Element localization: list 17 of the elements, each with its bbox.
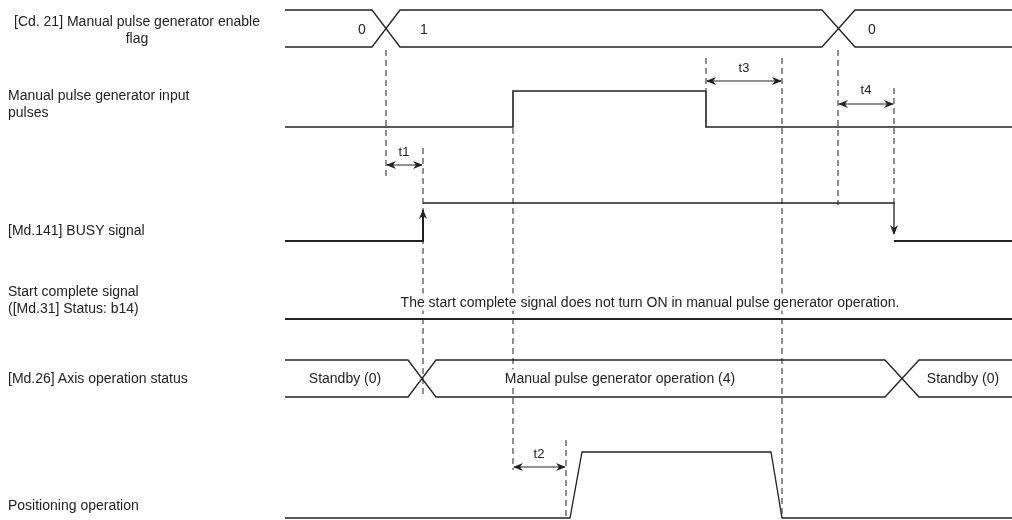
timing-label: t2 bbox=[533, 444, 545, 462]
state-value: 1 bbox=[420, 20, 428, 38]
timing-label: t3 bbox=[738, 58, 750, 76]
signal-name: Start complete signal ([Md.31] Status: b14) bbox=[8, 283, 140, 317]
timing-label: t4 bbox=[860, 80, 872, 98]
state-value: 0 bbox=[868, 20, 876, 38]
state-value: Standby (0) bbox=[308, 369, 382, 387]
note-text: The start complete signal does not turn ON in manual pulse generator operation. bbox=[398, 293, 902, 311]
signal-name: [Md.141] BUSY signal bbox=[8, 222, 146, 239]
state-value: Standby (0) bbox=[926, 369, 1000, 387]
signal-name: [Cd. 21] Manual pulse generator enable flag bbox=[13, 13, 261, 47]
signal-name: Positioning operation bbox=[8, 497, 140, 514]
signal-name: [Md.26] Axis operation status bbox=[8, 370, 189, 387]
state-value: Manual pulse generator operation (4) bbox=[502, 369, 738, 387]
timing-label: t1 bbox=[398, 142, 410, 160]
state-value: 0 bbox=[358, 20, 366, 38]
signal-name: Manual pulse generator input pulses bbox=[8, 87, 191, 121]
